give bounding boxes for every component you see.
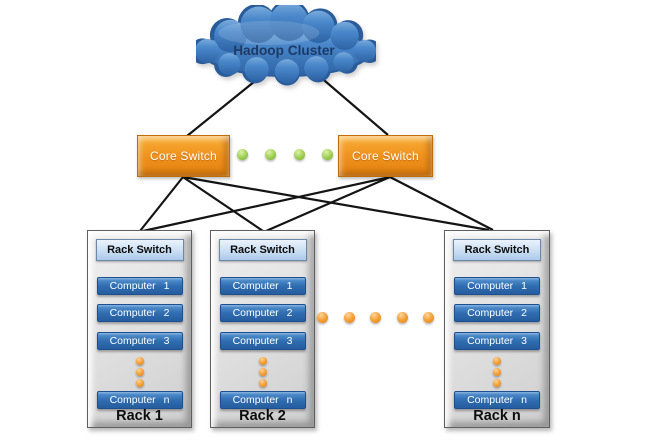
orange-dot-icon bbox=[258, 368, 267, 376]
orange-dot-icon bbox=[396, 312, 408, 323]
rack-n-computer-2: Computer 2 bbox=[454, 304, 540, 322]
core-switch-1: Core Switch bbox=[137, 135, 230, 177]
rack-2-computer-2: Computer 2 bbox=[219, 304, 306, 322]
core-switch-2-label: Core Switch bbox=[352, 149, 419, 163]
rack-1-switch: Rack Switch bbox=[95, 239, 184, 261]
rack-1-computer-n: Computer n bbox=[96, 391, 183, 409]
green-dot-icon bbox=[265, 149, 277, 160]
rack-row-ellipsis-dots bbox=[317, 312, 434, 323]
rack-2-computer-n: Computer n bbox=[219, 391, 306, 409]
cloud-highlight bbox=[218, 20, 320, 45]
orange-dot-icon bbox=[370, 312, 381, 323]
rack-1-ellipsis-dots bbox=[88, 357, 191, 387]
orange-dot-icon bbox=[135, 357, 144, 365]
rack-n-label: Rack n bbox=[473, 408, 521, 424]
rack-1-label: Rack 1 bbox=[116, 408, 163, 424]
cloud-body bbox=[196, 5, 376, 84]
green-dot-icon bbox=[237, 149, 248, 160]
link-core2-rack1 bbox=[142, 175, 391, 233]
orange-dot-icon bbox=[258, 379, 267, 387]
link-core1-rackn bbox=[182, 175, 490, 232]
rack-n-computer-1: Computer 1 bbox=[454, 277, 540, 295]
rack-switch-label: Rack Switch bbox=[230, 244, 295, 256]
rack-n-switch: Rack Switch bbox=[453, 239, 541, 261]
rack-n-ellipsis-dots bbox=[445, 357, 549, 387]
rack-2-switch: Rack Switch bbox=[218, 239, 307, 261]
rack-1-computer-2: Computer 2 bbox=[96, 304, 183, 322]
core-switch-2: Core Switch bbox=[338, 135, 433, 177]
orange-dot-icon bbox=[317, 312, 328, 323]
rack-2-computer-3: Computer 3 bbox=[219, 332, 306, 350]
orange-dot-icon bbox=[423, 312, 434, 323]
orange-dot-icon bbox=[343, 312, 355, 323]
core-switch-ellipsis-dots bbox=[237, 149, 333, 160]
rack-1-computer-3: Computer 3 bbox=[96, 332, 183, 350]
link-core1-rack1 bbox=[139, 176, 184, 232]
orange-dot-icon bbox=[135, 379, 144, 387]
rack-n: Rack Switch Computer 1 Computer 2 Comput… bbox=[444, 230, 550, 428]
rack-1-computer-1: Computer 1 bbox=[96, 277, 183, 295]
orange-dot-icon bbox=[258, 357, 267, 365]
rack-2: Rack Switch Computer 1 Computer 2 Comput… bbox=[210, 230, 315, 428]
link-core2-rackn bbox=[389, 176, 494, 231]
orange-dot-icon bbox=[493, 379, 501, 387]
core-switch-1-label: Core Switch bbox=[150, 149, 217, 163]
rack-1: Rack Switch Computer 1 Computer 2 Comput… bbox=[87, 230, 192, 428]
orange-dot-icon bbox=[493, 357, 501, 365]
rack-2-label: Rack 2 bbox=[239, 408, 286, 424]
orange-dot-icon bbox=[135, 368, 144, 376]
link-cloud-coreswitch1 bbox=[186, 76, 261, 137]
hadoop-cluster-cloud: Hadoop Cluster bbox=[196, 5, 376, 86]
green-dot-icon bbox=[293, 149, 305, 160]
rack-switch-label: Rack Switch bbox=[107, 244, 172, 256]
green-dot-icon bbox=[321, 149, 333, 160]
orange-dot-icon bbox=[493, 368, 501, 376]
rack-n-computer-n: Computer n bbox=[454, 391, 540, 409]
link-core2-rack2 bbox=[265, 175, 391, 233]
link-cloud-coreswitch2 bbox=[317, 74, 389, 136]
rack-2-ellipsis-dots bbox=[211, 357, 314, 387]
rack-switch-label: Rack Switch bbox=[464, 244, 530, 256]
rack-n-computer-3: Computer 3 bbox=[454, 332, 540, 350]
cloud-label: Hadoop Cluster bbox=[233, 43, 335, 58]
rack-2-computer-1: Computer 1 bbox=[219, 277, 306, 295]
link-core1-rack2 bbox=[182, 176, 264, 232]
